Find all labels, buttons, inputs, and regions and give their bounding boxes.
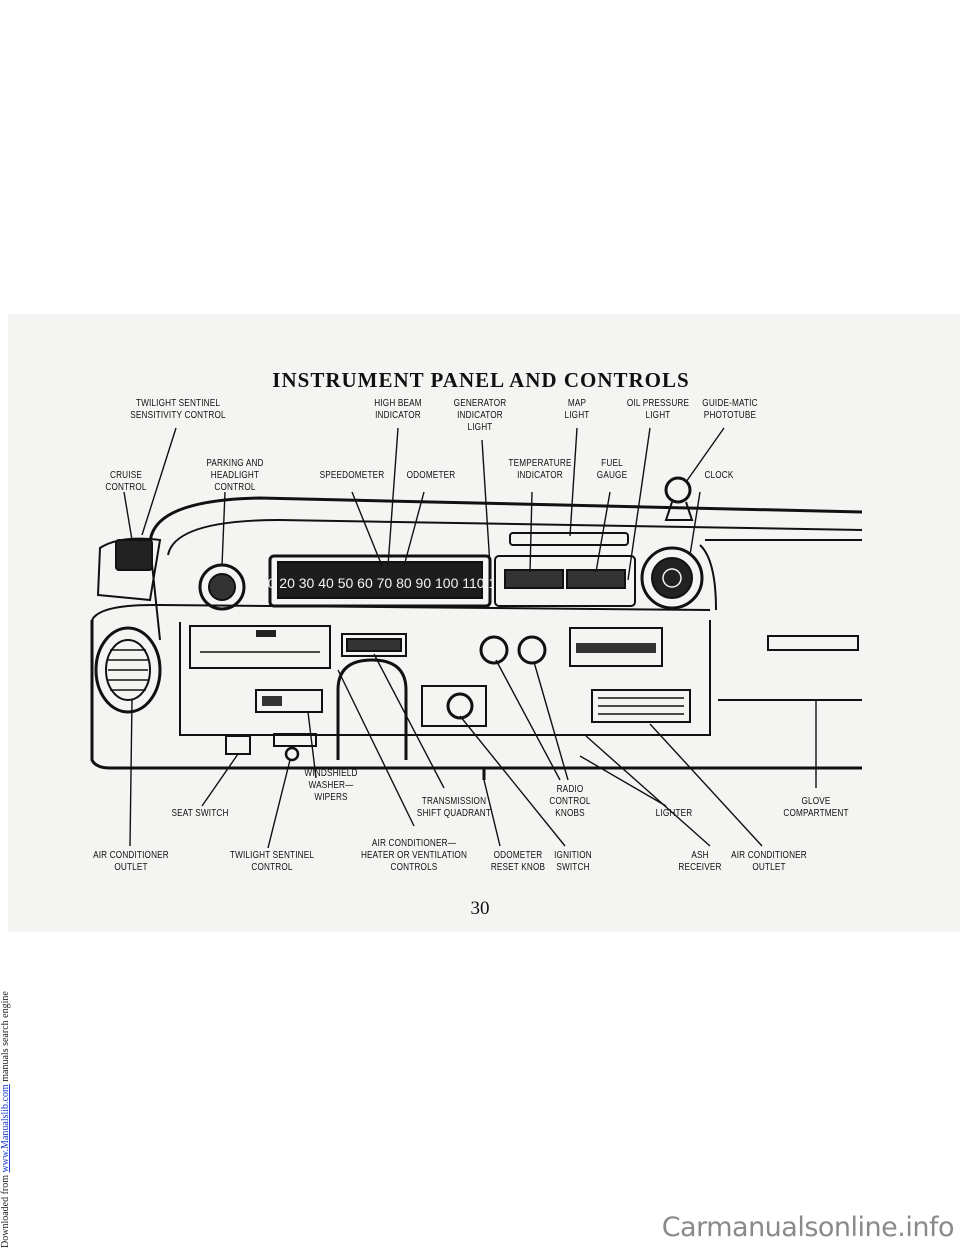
page-title: INSTRUMENT PANEL AND CONTROLS	[272, 368, 690, 392]
guide-matic-phototube	[664, 476, 692, 504]
twilight-sentinel-panel	[273, 733, 317, 747]
label-ac-outlet-left: AIR CONDITIONER OUTLET	[93, 850, 169, 873]
clock-bezel	[640, 546, 704, 610]
transmission-indicator	[346, 638, 402, 652]
twilight-sentinel-knob	[284, 746, 300, 762]
label-temperature: TEMPERATURE INDICATOR	[508, 458, 572, 481]
right-ac-outlet	[591, 689, 691, 723]
gauge-housing	[494, 555, 636, 607]
label-ac-outlet-right: AIR CONDITIONER OUTLET	[731, 850, 807, 873]
dash-lower-panel-top	[91, 603, 711, 621]
leader-lines	[123, 427, 817, 849]
clock-face	[651, 557, 693, 599]
temperature-gauge	[504, 569, 564, 589]
dash-bottom-edge	[90, 620, 862, 770]
label-guide-matic: GUIDE-MATIC PHOTOTUBE	[702, 398, 758, 421]
ignition-panel	[421, 685, 487, 727]
label-odometer: ODOMETER	[406, 470, 456, 481]
ignition-switch	[446, 692, 474, 720]
label-oil-pressure: OIL PRESSURE LIGHT	[626, 398, 690, 421]
dash-top-edge	[148, 496, 863, 546]
phototube-base	[664, 501, 694, 521]
clock-center	[662, 568, 682, 588]
radio-buttons	[576, 643, 656, 653]
label-map-light: MAP LIGHT	[564, 398, 590, 421]
speedometer-scale: 0 10 20 30 40 50 60 70 80 90 100 110 120	[248, 575, 512, 591]
cruise-control-unit	[115, 539, 153, 571]
label-transmission: TRANSMISSION SHIFT QUADRANT	[416, 796, 492, 819]
label-odometer-reset: ODOMETER RESET KNOB	[490, 850, 546, 873]
radio-knob-right	[517, 635, 547, 665]
label-lighter: LIGHTER	[655, 808, 693, 819]
fuel-gauge-dial	[566, 569, 626, 589]
left-ac-outlet-inner	[105, 639, 151, 701]
label-twilight-sentinel-sensitivity: TWILIGHT SENTINEL SENSITIVITY CONTROL	[130, 398, 226, 421]
label-generator: GENERATOR INDICATOR LIGHT	[453, 398, 507, 433]
label-fuel-gauge: FUEL GAUGE	[596, 458, 628, 481]
map-light-bar	[509, 532, 629, 546]
dash-right-bezel	[699, 544, 717, 611]
dash-top-inner	[167, 518, 863, 556]
label-ignition: IGNITION SWITCH	[554, 850, 592, 873]
windshield-washer-switch	[255, 689, 323, 713]
label-twilight-sentinel-control: TWILIGHT SENTINEL CONTROL	[229, 850, 315, 873]
footer-watermark: Carmanualsonline.info	[661, 1212, 955, 1243]
left-ac-outlet	[94, 626, 162, 714]
glove-compartment-handle	[767, 635, 859, 651]
label-clock: CLOCK	[704, 470, 734, 481]
label-speedometer: SPEEDOMETER	[319, 470, 385, 481]
radio-unit	[569, 627, 663, 667]
page-number: 30	[470, 898, 490, 919]
label-ac-heater: AIR CONDITIONER— HEATER OR VENTILATION C…	[360, 838, 468, 873]
radio-knob-left	[479, 635, 509, 665]
label-radio: RADIO CONTROL KNOBS	[549, 784, 591, 819]
dash-lower-panel	[179, 620, 711, 736]
manual-page	[8, 314, 960, 932]
label-windshield: WINDSHIELD WASHER— WIPERS	[304, 768, 358, 803]
climate-control-panel	[189, 625, 331, 669]
label-cruise-control: CRUISE CONTROL	[105, 470, 147, 493]
label-seat-switch: SEAT SWITCH	[171, 808, 229, 819]
seat-switch	[225, 735, 251, 755]
label-ash-receiver: ASH RECEIVER	[678, 850, 722, 873]
speedometer-housing	[268, 554, 492, 608]
headlight-knob-center	[208, 573, 236, 601]
label-parking-headlight: PARKING AND HEADLIGHT CONTROL	[206, 458, 264, 493]
left-wing	[96, 537, 162, 602]
transmission-quadrant	[341, 633, 407, 657]
steering-column	[336, 658, 408, 760]
label-high-beam: HIGH BEAM INDICATOR	[374, 398, 422, 421]
label-glove: GLOVE COMPARTMENT	[783, 796, 849, 819]
climate-slider	[256, 630, 276, 637]
